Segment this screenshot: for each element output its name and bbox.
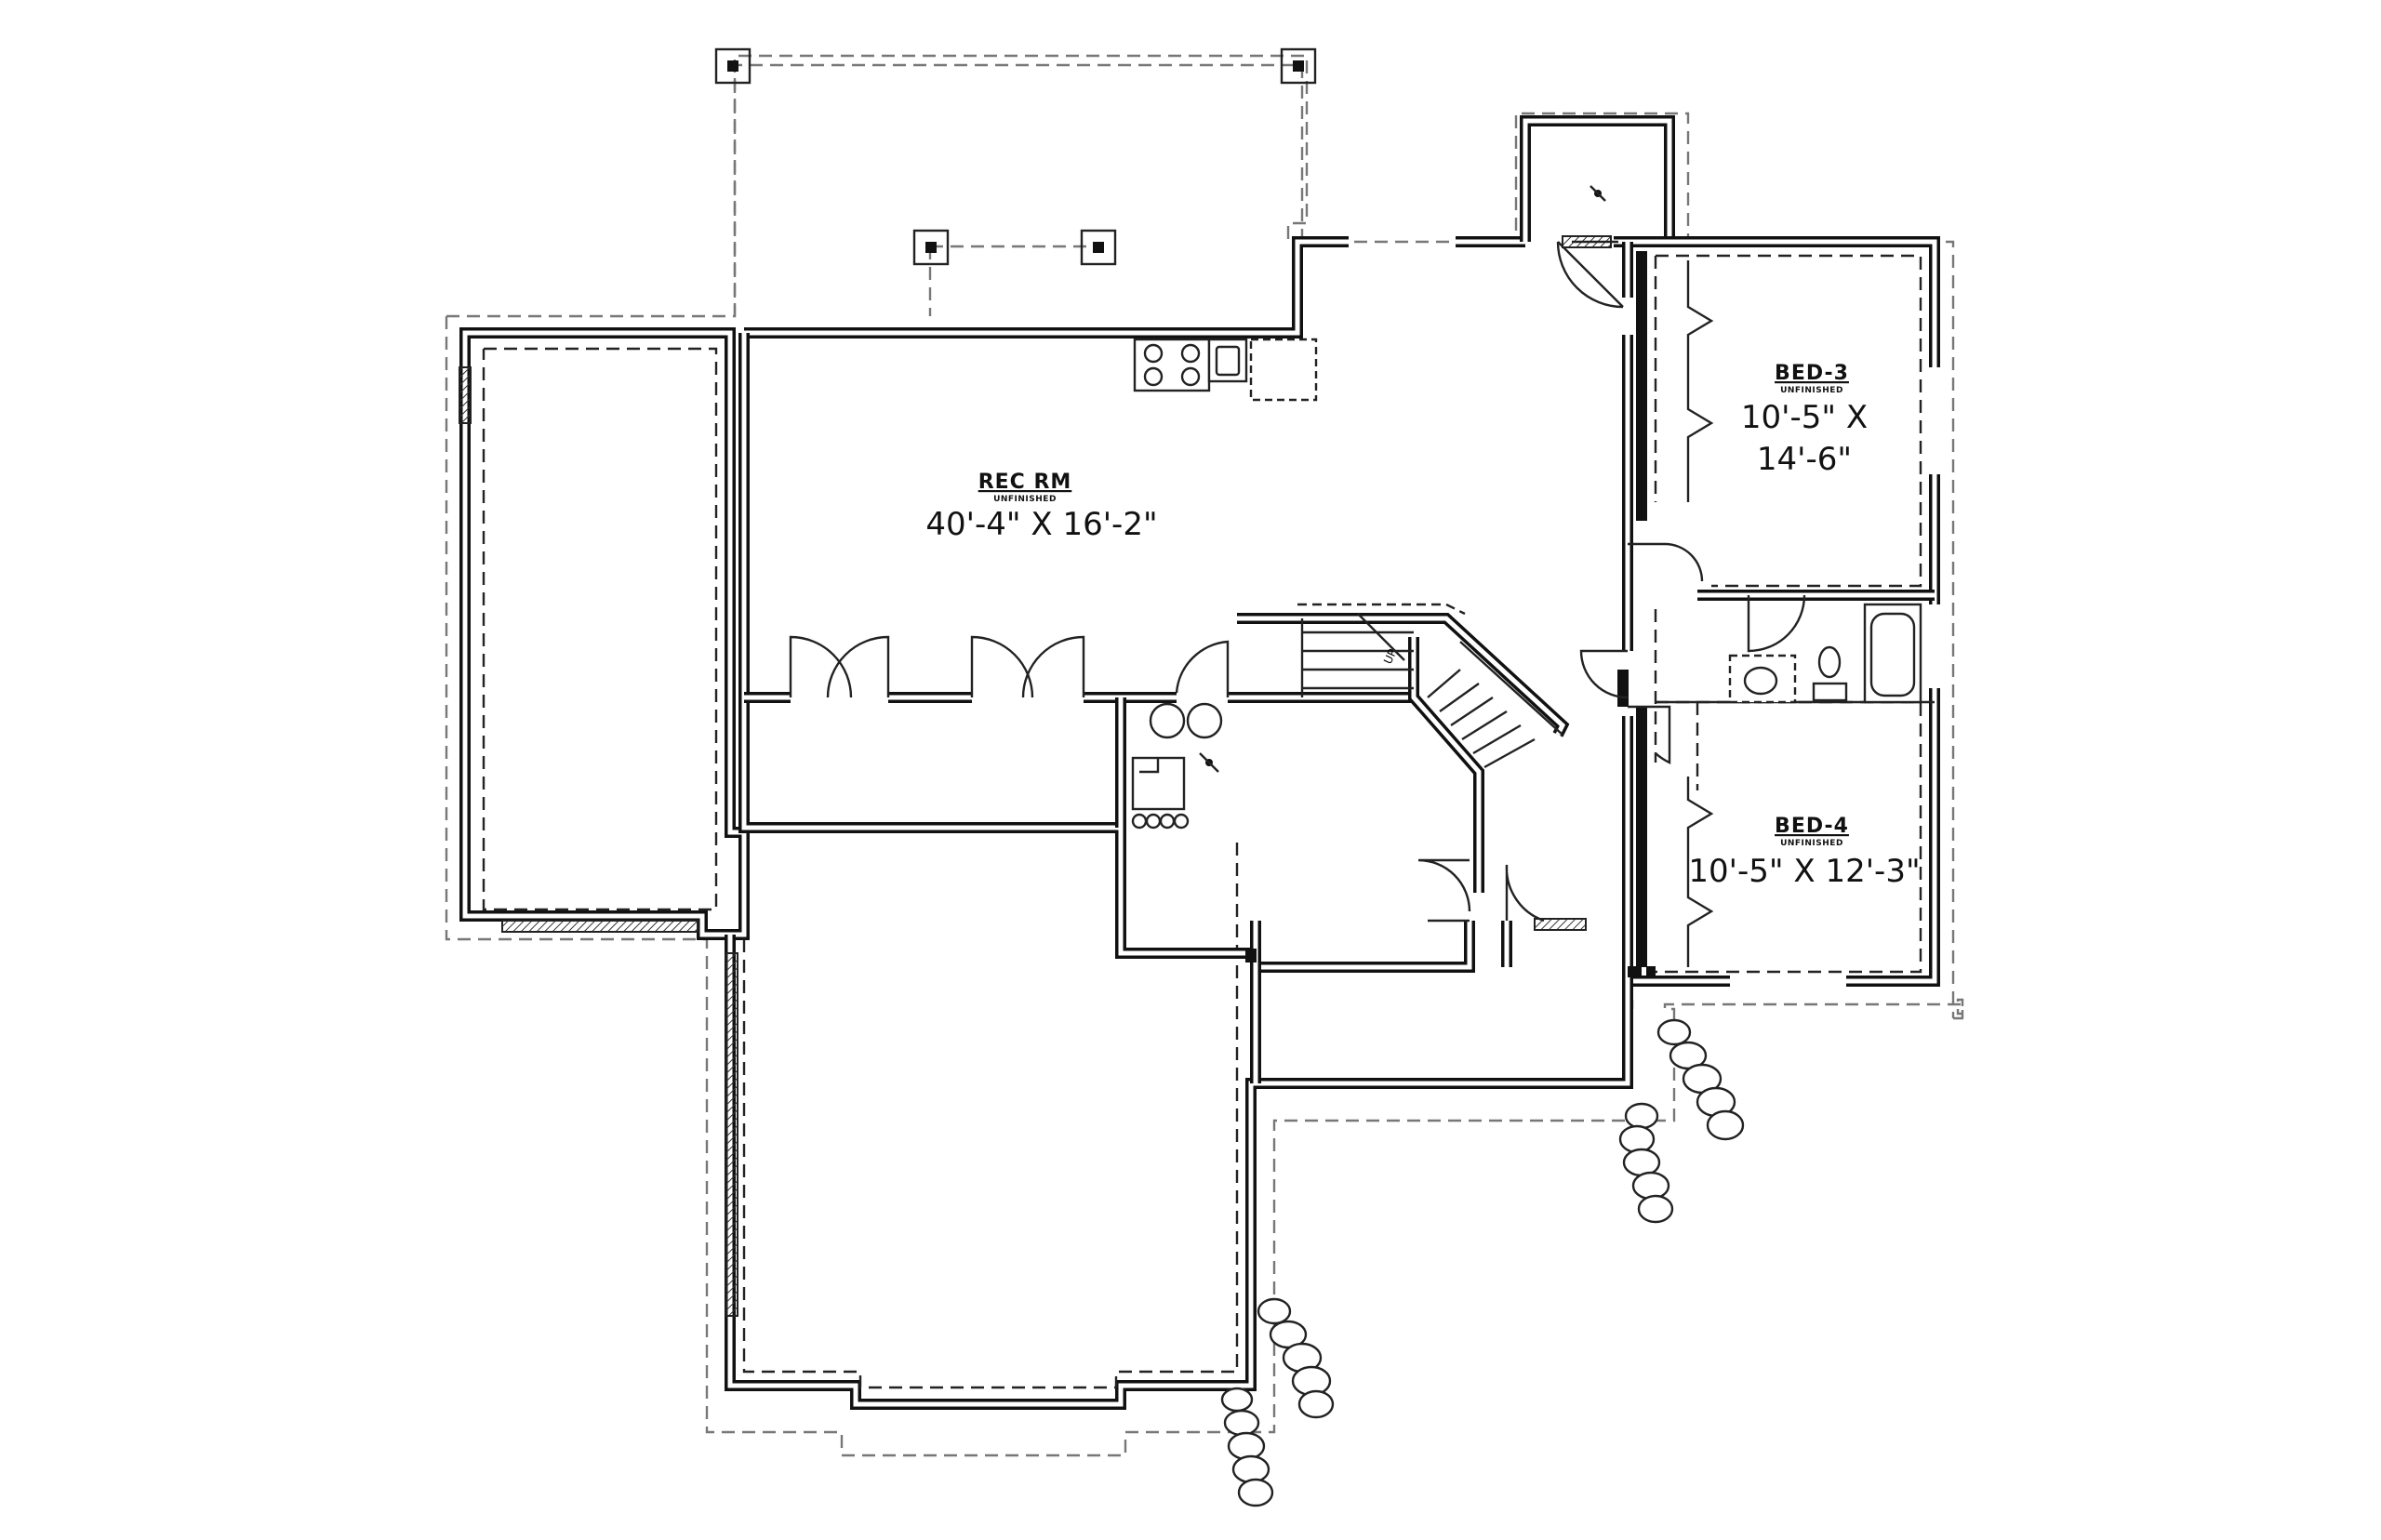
deck-outline — [733, 63, 1304, 316]
exterior-walls — [459, 115, 1940, 1410]
floor-drain-icon — [1590, 185, 1606, 202]
kitchenette — [1133, 338, 1318, 402]
room-name: REC RM — [978, 471, 1072, 494]
room-status: UNFINISHED — [1780, 386, 1843, 395]
room-status: UNFINISHED — [1780, 839, 1843, 848]
room-status: UNFINISHED — [993, 495, 1057, 504]
room-label-bed-4: BED-4 UNFINISHED 10'-5" X 12'-3" — [1688, 815, 1920, 890]
bathroom-fixtures — [1728, 603, 1922, 704]
door-icon — [789, 240, 1806, 923]
room-name: BED-3 — [1775, 362, 1849, 385]
room-dimensions-line-2: 14'-6" — [1757, 441, 1852, 478]
room-label-rec-rm: REC RM UNFINISHED 40'-4" X 16'-2" — [925, 471, 1157, 543]
room-dimensions-line-1: 10'-5" X — [1741, 399, 1868, 436]
room-dimensions: 40'-4" X 16'-2" — [925, 506, 1157, 543]
stair-direction-label: UP — [1381, 647, 1399, 666]
mechanical-equipment — [1131, 702, 1223, 830]
room-label-bed-3: BED-3 UNFINISHED 10'-5" X 14'-6" — [1741, 362, 1868, 478]
landscape-rocks — [1220, 1018, 1745, 1507]
deck-post-icon — [714, 47, 1317, 266]
window-icon — [459, 235, 1612, 1317]
room-name: BED-4 — [1775, 815, 1849, 838]
room-dimensions: 10'-5" X 12'-3" — [1688, 853, 1920, 890]
stair: UP — [1297, 603, 1563, 769]
overhang-outline — [445, 54, 1964, 1457]
interior-walls — [738, 242, 1935, 1083]
